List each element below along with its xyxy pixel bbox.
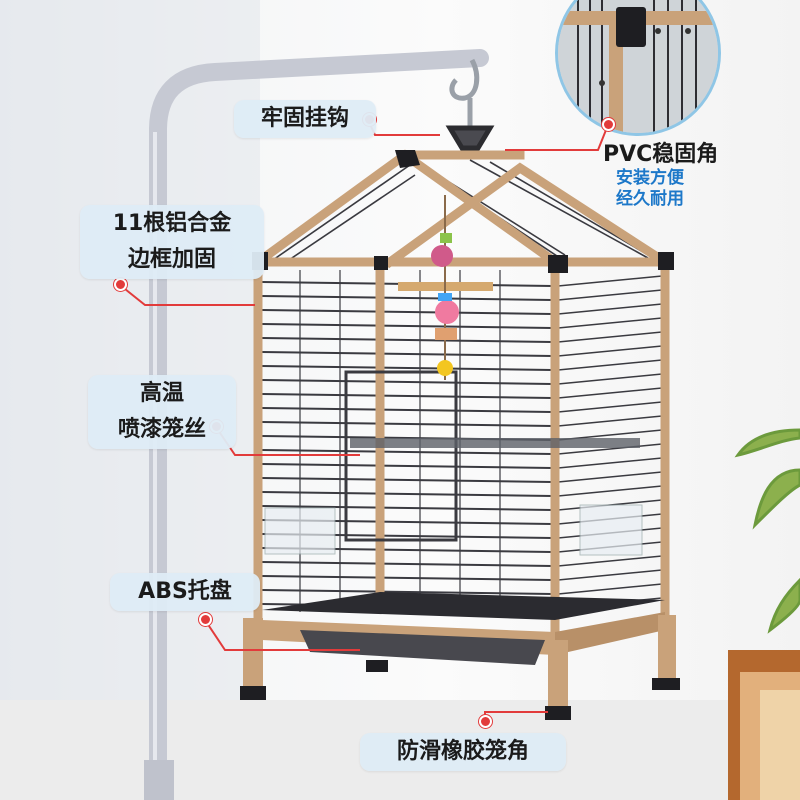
aluminum-frame [251, 149, 672, 705]
cage-base [240, 592, 680, 720]
label-pvc-sub1: 安装方便 [616, 168, 684, 188]
label-wire-line2: 喷漆笼丝 [117, 417, 206, 442]
label-pvc-sub: 安装方便 经久耐用 [616, 168, 684, 210]
label-pvc-sub2: 经久耐用 [616, 189, 684, 209]
callout-dot-pvc [602, 118, 615, 131]
label-tray: ABS托盘 [110, 573, 260, 611]
wooden-cabinet [728, 650, 800, 800]
label-hook-text: 牢固挂钩 [260, 106, 349, 131]
hanging-toy [431, 195, 459, 380]
callout-dot-frame [114, 278, 127, 291]
plant-leaves [734, 428, 800, 634]
hook [445, 58, 495, 151]
perch [350, 438, 640, 448]
label-frame-line1: 11根铝合金 [112, 211, 232, 236]
label-pvc: PVC稳固角 [603, 136, 718, 168]
label-hook: 牢固挂钩 [234, 100, 376, 138]
feeder-left [264, 507, 336, 555]
label-wire: 高温 喷漆笼丝 [88, 375, 236, 449]
callout-dot-feet [479, 715, 492, 728]
label-wire-line1: 高温 [139, 381, 184, 406]
label-frame: 11根铝合金 边框加固 [80, 205, 264, 279]
label-feet-text: 防滑橡胶笼角 [396, 739, 529, 764]
label-frame-line2: 边框加固 [127, 247, 216, 272]
label-tray-text: ABS托盘 [138, 579, 232, 604]
pvc-corner-closeup [555, 0, 721, 136]
label-pvc-text: PVC稳固角 [603, 142, 719, 167]
callout-dot-tray [199, 613, 212, 626]
label-feet: 防滑橡胶笼角 [360, 733, 566, 771]
feeder-right [579, 504, 643, 556]
